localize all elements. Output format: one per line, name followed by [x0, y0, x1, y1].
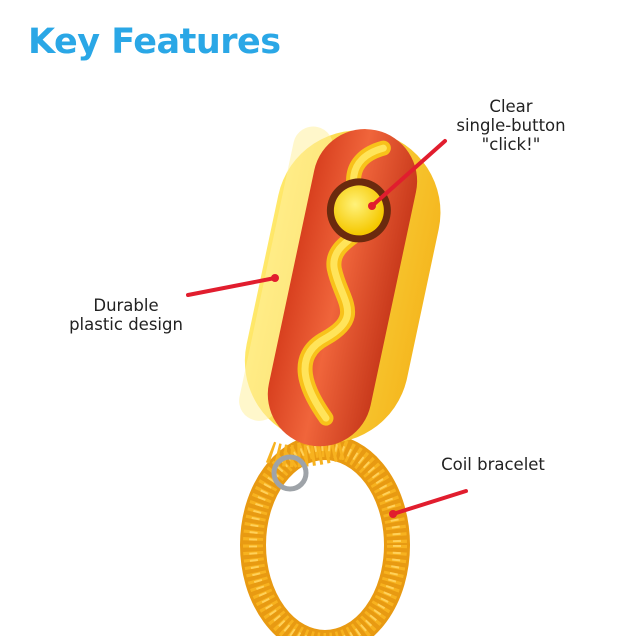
callout-line: "click!" — [481, 135, 541, 154]
hot-dog-clicker — [239, 126, 441, 447]
callout-line: Durable — [93, 296, 159, 315]
coil-leader-line — [391, 489, 468, 516]
key-ring-icon — [271, 454, 309, 492]
callout-line: single-button — [456, 116, 566, 135]
page-title: Key Features — [28, 22, 281, 62]
click-button-icon — [333, 185, 384, 236]
callout-durable-plastic: Durable plastic design — [52, 296, 200, 334]
coil-bracelet — [240, 434, 410, 636]
callout-line: plastic design — [69, 315, 183, 334]
callout-click-button: Clear single-button "click!" — [436, 97, 586, 154]
callout-coil-bracelet: Coil bracelet — [418, 455, 568, 474]
button-leader-line — [370, 139, 447, 208]
plastic-leader-line — [186, 276, 277, 297]
callout-line: Clear — [489, 97, 533, 116]
callout-line: Coil bracelet — [441, 455, 545, 474]
